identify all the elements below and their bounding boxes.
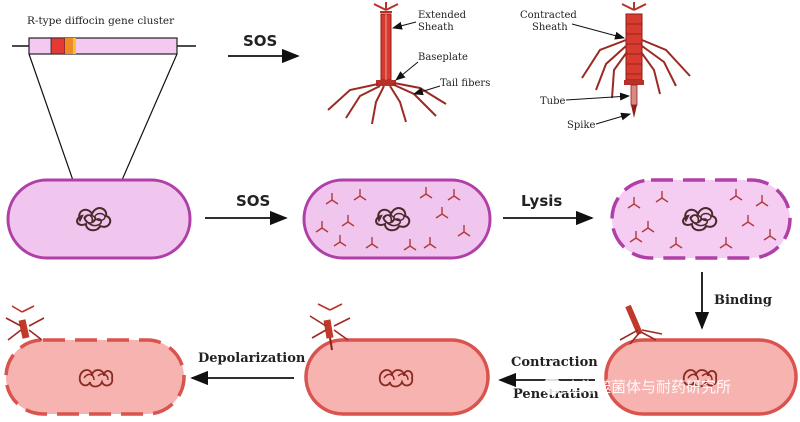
contracted-diffocin-illustration — [581, 2, 691, 118]
tube-label: Tube — [540, 96, 566, 107]
contracted-sheath-label-1: Contracted — [520, 10, 577, 21]
watermark-text: 上海噬菌体与耐药研究所 — [566, 378, 731, 396]
extended-sheath-label-1: Extended — [418, 10, 467, 21]
baseplate-pointer — [395, 61, 419, 81]
tail-fibers-pointer — [413, 85, 441, 96]
extended-sheath-label-2: Sheath — [418, 22, 454, 33]
cell-producing-diffocins — [302, 178, 492, 260]
binding-label: Binding — [714, 293, 772, 308]
diffocin-on-depolarized-cell — [5, 305, 45, 341]
tail-fibers-label: Tail fibers — [440, 78, 490, 89]
cell-depolarized — [4, 305, 186, 416]
contracted-sheath-label-2: Sheath — [532, 22, 568, 33]
lysis-label: Lysis — [521, 192, 562, 210]
contracted-sheath-pointer — [571, 23, 625, 40]
gene-cluster-bar — [12, 37, 196, 55]
penetration-label: Penetration — [513, 387, 599, 402]
cell-target-binding — [604, 304, 798, 416]
sos-middle-label: SOS — [236, 192, 270, 210]
sos-top-label: SOS — [243, 32, 277, 50]
watermark: 上海噬菌体与耐药研究所 — [543, 377, 731, 396]
spike-label: Spike — [567, 120, 596, 131]
contracted-diffocin-on-cell — [309, 303, 351, 351]
cell-penetrated — [304, 303, 490, 416]
bound-diffocin — [619, 304, 663, 345]
spike-pointer — [595, 112, 631, 125]
extended-diffocin-illustration — [327, 2, 447, 125]
cell-intact — [6, 178, 192, 260]
contraction-label: Contraction — [511, 355, 598, 370]
depolarization-label: Depolarization — [198, 351, 306, 366]
tube-pointer — [565, 92, 630, 101]
baseplate-label: Baseplate — [418, 52, 468, 63]
gene-cluster-title: R-type diffocin gene cluster — [27, 15, 175, 27]
cell-lysing — [610, 178, 792, 260]
extended-sheath-pointer — [392, 21, 417, 30]
